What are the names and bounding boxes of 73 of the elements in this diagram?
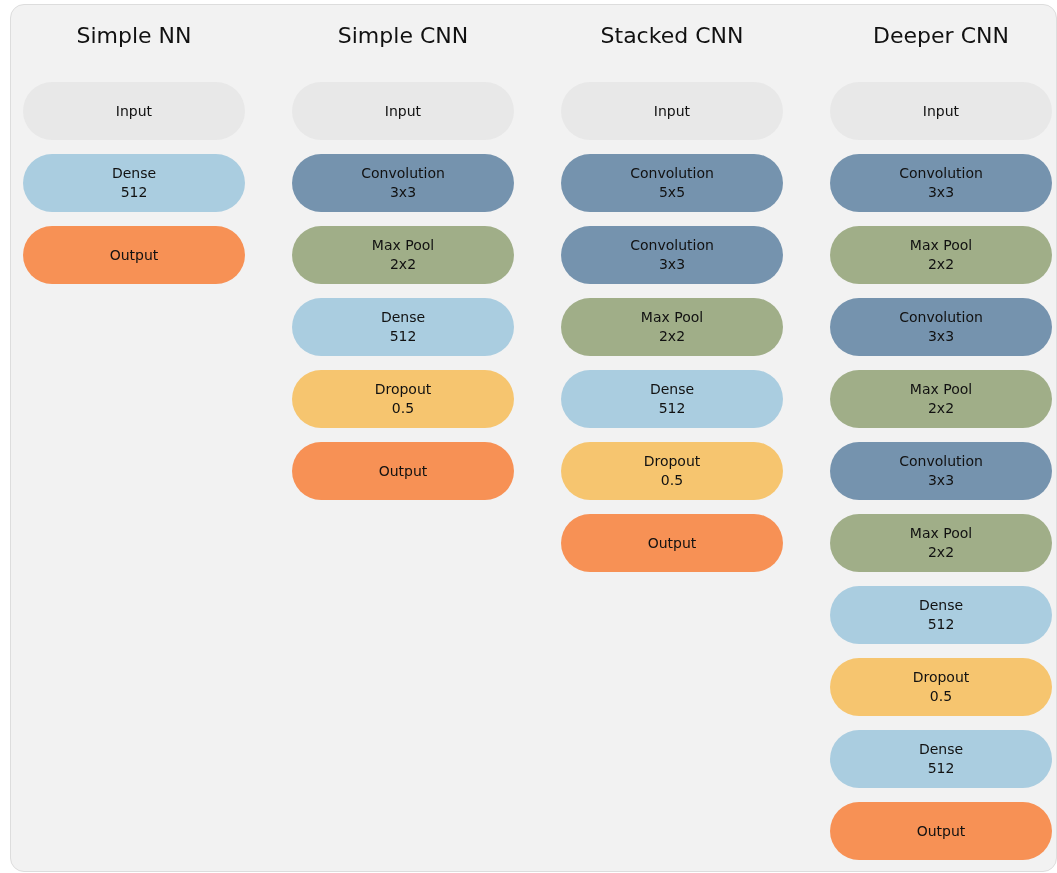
layer-parameter: 3x3	[927, 183, 955, 202]
column-title: Simple NN	[75, 23, 193, 48]
layer-pill	[830, 658, 1052, 716]
layer-pill	[561, 226, 783, 284]
column-title: Simple CNN	[336, 23, 470, 48]
layer-name: Max Pool	[909, 524, 973, 543]
layer-name: Dropout	[374, 380, 432, 399]
layer-name: Dropout	[912, 668, 970, 687]
layer-parameter: 5x5	[658, 183, 686, 202]
layer-parameter: 2x2	[927, 543, 955, 562]
layer-pill	[561, 298, 783, 356]
layer-parameter: 0.5	[391, 399, 415, 418]
layer-parameter: 512	[120, 183, 148, 202]
layer-pill	[292, 298, 514, 356]
layer-name: Output	[378, 461, 428, 481]
layer-name: Convolution	[899, 164, 983, 183]
layer-pill	[830, 730, 1052, 788]
layer-parameter: 512	[389, 327, 417, 346]
layer-pill	[830, 154, 1052, 212]
layer-name: Max Pool	[640, 308, 704, 327]
layer-name: Max Pool	[371, 236, 435, 255]
layer-pill	[830, 226, 1052, 284]
layer-parameter: 512	[658, 399, 686, 418]
layer-parameter: 0.5	[929, 687, 953, 706]
layer-pill	[830, 298, 1052, 356]
layer-pill	[561, 370, 783, 428]
layer-name: Convolution	[630, 236, 714, 255]
layer-pill	[23, 226, 245, 284]
layer-name: Convolution	[899, 452, 983, 471]
column-title: Stacked CNN	[599, 23, 745, 48]
layer-parameter: 3x3	[658, 255, 686, 274]
layer-pill	[292, 370, 514, 428]
layer-pill	[830, 586, 1052, 644]
layer-name: Dense	[380, 308, 426, 327]
layer-name: Output	[647, 533, 697, 553]
layer-name: Convolution	[361, 164, 445, 183]
layer-name: Dense	[649, 380, 695, 399]
layer-name: Convolution	[899, 308, 983, 327]
layer-pill	[561, 154, 783, 212]
layer-parameter: 2x2	[927, 399, 955, 418]
layer-parameter: 3x3	[927, 471, 955, 490]
column-title: Deeper CNN	[872, 23, 1010, 48]
layer-pill	[561, 442, 783, 500]
layer-pill	[830, 370, 1052, 428]
layer-pill	[561, 514, 783, 572]
layer-name: Dense	[918, 740, 964, 759]
layer-name: Input	[653, 101, 691, 121]
layer-name: Dropout	[643, 452, 701, 471]
layer-pill	[292, 154, 514, 212]
layer-name: Dense	[111, 164, 157, 183]
layer-name: Max Pool	[909, 380, 973, 399]
layer-parameter: 0.5	[660, 471, 684, 490]
layer-pill	[830, 802, 1052, 860]
layer-parameter: 2x2	[658, 327, 686, 346]
layer-name: Max Pool	[909, 236, 973, 255]
layer-pill	[292, 226, 514, 284]
layer-parameter: 3x3	[389, 183, 417, 202]
layer-name: Input	[384, 101, 422, 121]
layer-parameter: 3x3	[927, 327, 955, 346]
layer-name: Convolution	[630, 164, 714, 183]
layer-name: Dense	[918, 596, 964, 615]
layer-pill	[830, 514, 1052, 572]
layer-parameter: 2x2	[389, 255, 417, 274]
layer-parameter: 512	[927, 759, 955, 778]
layer-name: Output	[109, 245, 159, 265]
layer-name: Output	[916, 821, 966, 841]
layer-pill	[292, 442, 514, 500]
layer-pill	[830, 442, 1052, 500]
layer-pill	[23, 154, 245, 212]
layer-parameter: 2x2	[927, 255, 955, 274]
layer-name: Input	[922, 101, 960, 121]
layer-name: Input	[115, 101, 153, 121]
layer-parameter: 512	[927, 615, 955, 634]
